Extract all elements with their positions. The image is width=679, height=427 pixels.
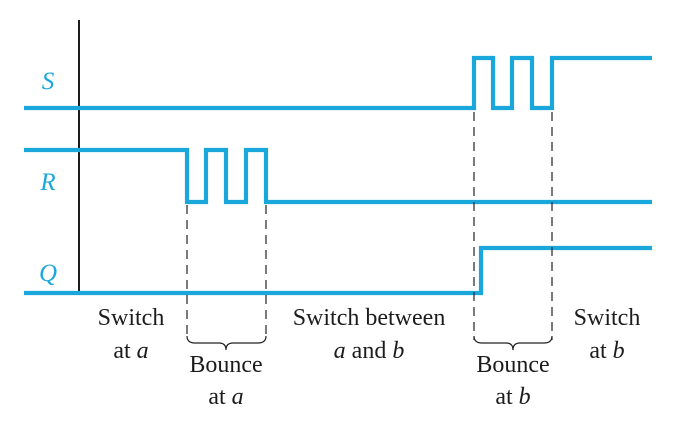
caption-bounce-at-a-line1: Bounce: [189, 352, 262, 378]
caption-bounce-at-b: Bounce at b: [476, 352, 549, 410]
caption-switch-at-b-line2: at b: [589, 338, 624, 364]
caption-bounce-at-b-line1: Bounce: [476, 352, 549, 378]
caption-switch-at-a-line2: at a: [113, 338, 148, 364]
caption-bounce-at-b-line2: at b: [495, 384, 530, 410]
caption-switch-at-b: Switch at b: [574, 305, 641, 364]
s-waveform: [24, 55, 652, 111]
q-waveform: [24, 245, 652, 296]
r-waveform: [24, 147, 652, 205]
signal-label-s: S: [42, 68, 55, 95]
caption-switch-at-a-line1: Switch: [98, 305, 165, 331]
caption-switch-at-a: Switch at a: [98, 305, 165, 364]
caption-switch-between-line1: Switch between: [293, 305, 446, 331]
caption-switch-between-line2: a and b: [334, 338, 405, 364]
caption-switch-at-b-line1: Switch: [574, 305, 641, 331]
caption-switch-between: Switch between a and b: [293, 305, 446, 364]
bounce-a-brace: [186, 335, 267, 351]
caption-bounce-at-a-line2: at a: [208, 384, 243, 410]
caption-bounce-at-a: Bounce at a: [189, 352, 262, 410]
bounce-b-brace: [473, 335, 553, 351]
signal-label-q: Q: [39, 260, 57, 287]
signal-label-r: R: [39, 169, 55, 196]
